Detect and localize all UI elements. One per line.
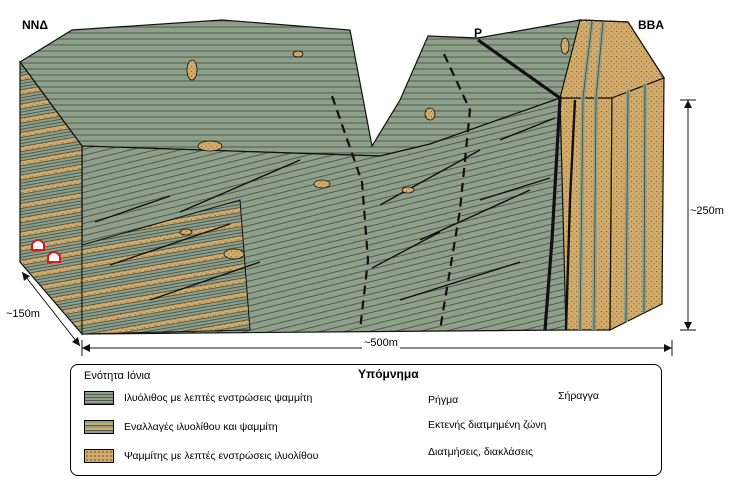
legend-swatch-mudstone [84, 391, 114, 405]
legend-label-fault: Ρήγμα [428, 394, 458, 406]
legend-title: Υπόμνημα [358, 367, 419, 381]
dim-height-label: ~250m [690, 205, 724, 217]
dim-length-label: ~500m [362, 337, 400, 349]
legend-label-joints: Διατμήσεις, διακλάσεις [428, 446, 533, 458]
legend-label-sandstone: Ψαμμίτης με λεπτές ενστρώσεις ιλυολίθου [124, 450, 318, 462]
right-face-sandstone [610, 78, 664, 330]
legend-label-mudstone: Ιλυόλιθος με λεπτές ενστρώσεις ψαμμίτη [124, 392, 312, 404]
legend-label-tunnel: Σήραγγα [558, 390, 599, 402]
fault-label: P [474, 26, 482, 40]
corner-label-left: ΝΝΔ [22, 18, 48, 32]
legend-label-alternations: Εναλλαγές ιλυολίθου και ψαμμίτη [124, 421, 278, 433]
corner-label-right: ΒΒΑ [638, 18, 664, 32]
legend-swatch-alternations [84, 420, 114, 434]
legend-label-shear-zone: Εκτενής διατμημένη ζώνη [428, 419, 546, 431]
dim-depth-label: ~150m [6, 308, 40, 320]
legend-swatch-sandstone [84, 449, 114, 463]
legend-unit-name: Ενότητα Ιόνια [84, 370, 150, 382]
